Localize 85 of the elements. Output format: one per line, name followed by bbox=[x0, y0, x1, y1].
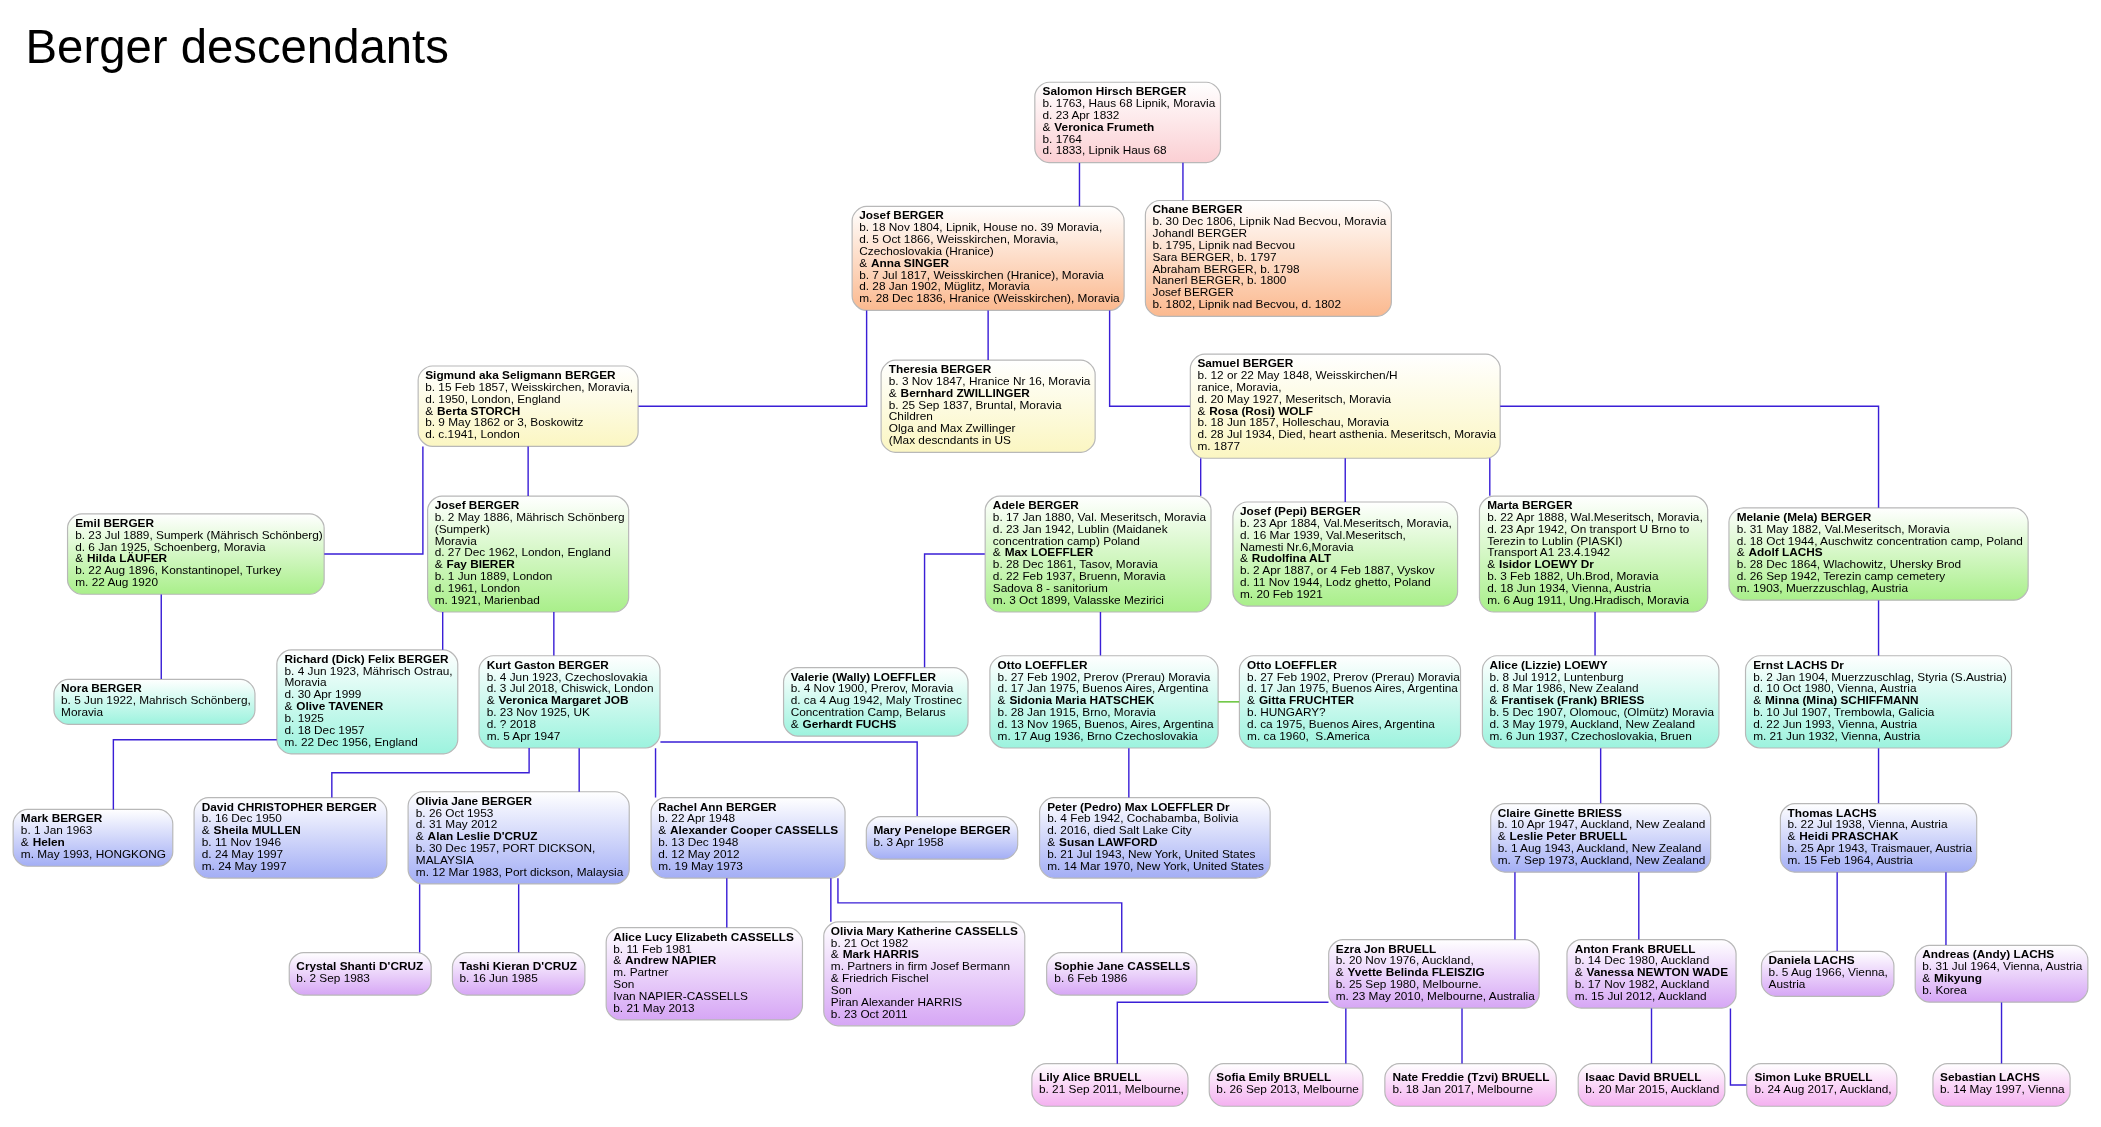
node-box: Peter (Pedro) Max LOEFFLER Dr b. 4 Feb 1942, Cochabamba, Bolivia d. 2016, died Salt Lake City & Susan LAWFORD b. 21 Jul 1943, New York, United States m. 14 Mar 1970, New York, United States bbox=[1038, 797, 1271, 879]
node-box: Emil BERGER b. 23 Jul 1889, Sumperk (Mährisch Schönberg) d. 6 Jan 1925, Schoenberg, Moravia & Hilda LÄUFER b. 22 Aug 1896, Konstantinopel, Turkey m. 22 Aug 1920 bbox=[66, 513, 325, 595]
node-box: Marta BERGER b. 22 Apr 1888, Wal.Meseritsch, Moravia, d. 23 Apr 1942, On transport U Brno to Terezin to Lublin (PIASKI) Transport A1 23.4.1942 & Isidor LOEWY Dr b. 3 Feb 1882, Uh.Brod, Moravia d. 18 Jun 1934, Vienna, Austria m. 6 Aug 1911, Ung.Hradisch, Moravia bbox=[1478, 495, 1709, 613]
connector bbox=[1945, 871, 1947, 946]
connector bbox=[1650, 1007, 1653, 1065]
connector bbox=[1836, 871, 1838, 952]
connector bbox=[418, 883, 421, 954]
node-box: Alice Lucy Elizabeth CASSELLS b. 11 Feb 1981 & Andrew NAPIER m. Partner Son Ivan NAPIER-CASSELLS b. 21 May 2013 bbox=[605, 927, 804, 1021]
connector bbox=[1729, 1007, 1748, 1086]
node-box: Lily Alice BRUELL b. 21 Sep 2011, Melbourne, bbox=[1031, 1063, 1189, 1107]
connector bbox=[1599, 747, 1602, 804]
connector bbox=[578, 747, 580, 793]
connector bbox=[1877, 599, 1880, 657]
node-box: Isaac David BRUELL b. 20 Mar 2015, Auckland bbox=[1577, 1063, 1726, 1107]
node-box: Josef (Pepi) BERGER b. 23 Apr 1884, Val.Meseritsch, Moravia, d. 16 Mar 1939, Val.Meseritsch, Namesti Nr.6,Moravia & Rudolfina ALT b. 2 Apr 1887, or 4 Feb 1887, Vyskov d. 11 Nov 1944, Lodz ghetto, Poland m. 20 Feb 1921 bbox=[1232, 501, 1459, 607]
node-box: Simon Luke BRUELL b. 24 Aug 2017, Auckland, bbox=[1746, 1063, 1898, 1107]
node-box: Mary Penelope BERGER b. 3 Apr 1958 bbox=[865, 815, 1019, 860]
connector bbox=[1099, 611, 1102, 657]
connector bbox=[1514, 871, 1516, 941]
node-box: Valerie (Wally) LOEFFLER b. 4 Nov 1900, Prerov, Moravia d. ca 4 Aug 1942, Maly Trostinec Concentration Camp, Belarus & Gerhardt FUCHS bbox=[782, 666, 969, 737]
node-box: Claire Ginette BRIESS b. 10 Apr 1947, Auckland, New Zealand & Leslie Peter BRUELL b. 1 Aug 1943, Auckland, New Zealand m. 7 Sep 1973, Auckland, New Zealand bbox=[1490, 802, 1712, 873]
connector bbox=[1078, 162, 1081, 207]
node-box: Salomon Hirsch BERGER b. 1763, Haus 68 Lipnik, Moravia d. 23 Apr 1832 & Veronica Frumeth b. 1764 d. 1833, Lipnik Haus 68 bbox=[1034, 81, 1222, 164]
connector bbox=[726, 877, 728, 929]
connector bbox=[1489, 457, 1491, 497]
connector bbox=[517, 883, 520, 954]
node-box: Nora BERGER b. 5 Jun 1922, Mahrisch Schönberg, Moravia bbox=[53, 678, 256, 725]
node-box: Nate Freddie (Tzvi) BRUELL b. 18 Jan 2017, Melbourne bbox=[1384, 1063, 1557, 1107]
node-box: Ernst LACHS Dr b. 2 Jan 1904, Muerzzuschlag, Styria (S.Austria) d. 10 Oct 1980, Vienna, Austria & Minna (Mina) SCHIFFMANN b. 10 Jul 1907, Trembowla, Galicia d. 22 Jun 1993, Vienna, Austria m. 21 Jun 1932, Vienna, Austria bbox=[1744, 655, 2013, 749]
connector bbox=[442, 611, 444, 651]
connector bbox=[637, 309, 868, 407]
connector bbox=[1877, 747, 1880, 804]
connector bbox=[553, 611, 555, 657]
connector bbox=[1217, 701, 1240, 703]
connector bbox=[654, 747, 657, 799]
connector bbox=[112, 739, 278, 811]
connector bbox=[1182, 162, 1184, 201]
connector bbox=[1128, 747, 1130, 799]
node-box: Sofia Emily BRUELL b. 26 Sep 2013, Melbourne bbox=[1208, 1063, 1364, 1107]
node-box: Theresia BERGER b. 3 Nov 1847, Hranice Nr 16, Moravia & Bernhard ZWILLINGER b. 25 Sep 1837, Bruntal, Moravia Children Olga and Max Zwillinger (Max descndants in US bbox=[880, 359, 1096, 453]
connector bbox=[1461, 1007, 1463, 1065]
node-box: Samuel BERGER b. 12 or 22 May 1848, Weisskirchen/H ranice, Moravia, d. 20 May 1927, Meseritsch, Moravia & Rosa (Rosi) WOLF b. 18 Jun 1857, Holleschau, Moravia d. 28 Jul 1934, Died, heart asthenia. Meseritsch, Moravia m. 1877 bbox=[1189, 353, 1501, 459]
connector bbox=[1116, 1001, 1330, 1065]
connector bbox=[837, 877, 1123, 954]
node-box: Ezra Jon BRUELL b. 20 Nov 1976, Auckland, & Yvette Belinda FLEISZIG b. 25 Sep 1980, Melbourne. m. 23 May 2010, Melbourne, Australia bbox=[1328, 938, 1540, 1009]
node-box: Olivia Jane BERGER b. 26 Oct 1953 d. 31 May 2012 & Alan Leslie D'CRUZ b. 30 Dec 1957, PORT DICKSON, MALAYSIA m. 12 Mar 1983, Port dickson, Malaysia bbox=[407, 791, 630, 885]
node-box: Anton Frank BRUELL b. 14 Dec 1980, Auckland & Vanessa NEWTON WADE b. 17 Nov 1982, Auckland m. 15 Jul 2012, Auckland bbox=[1566, 938, 1737, 1009]
connector bbox=[323, 445, 424, 555]
connector bbox=[1638, 871, 1640, 941]
connector bbox=[1199, 457, 1202, 497]
connector bbox=[1108, 309, 1191, 407]
node-box: Josef BERGER b. 18 Nov 1804, Lipnik, House no. 39 Moravia, d. 5 Oct 1866, Weisskirchen, Moravia, Czechoslovakia (Hranice) & Anna SINGER b. 7 Jul 1817, Weisskirchen (Hranice), Moravia d. 28 Jan 1902, Müglitz, Moravia m. 28 Dec 1836, Hranice (Weisskirchen), Moravia bbox=[851, 205, 1125, 312]
node-box: Chane BERGER b. 30 Dec 1806, Lipnik Nad Becvou, Moravia Johandl BERGER b. 1795, Lipnik nad Becvou Sara BERGER, b. 1797 Abraham BERGER, b. 1798 Nanerl BERGER, b. 1800 Josef BERGER b. 1802, Lipnik nad Becvou, d. 1802 bbox=[1144, 199, 1392, 317]
node-box: Kurt Gaston BERGER b. 4 Jun 1923, Czechoslovakia d. 3 Jul 2018, Chiswick, London & Veronica Margaret JOB b. 23 Nov 1925, UK d. ? 2018 m. 5 Apr 1947 bbox=[478, 655, 661, 749]
node-box: Alice (Lizzie) LOEWY b. 8 Jul 1912, Luntenburg d. 8 Mar 1986, New Zealand & Frantisek (Frank) BRIESS b. 5 Dec 1907, Olomouc, (Olmütz) Moravia d. 3 May 1979, Auckland, New Zealand m. 6 Jun 1937, Czechoslovakia, Bruen bbox=[1481, 655, 1720, 749]
connector bbox=[2000, 1001, 2003, 1065]
node-box: Thomas LACHS b. 22 Jul 1938, Vienna, Austria & Heidi PRASCHAK b. 25 Apr 1943, Traismauer, Austria m. 15 Feb 1964, Austria bbox=[1779, 802, 1978, 873]
node-box: Sebastian LACHS b. 14 May 1997, Vienna bbox=[1932, 1063, 2071, 1107]
node-box: Otto LOEFFLER b. 27 Feb 1902, Prerov (Prerau) Moravia d. 17 Jan 1975, Buenos Aires, Argentina & Sidonia Maria HATSCHEK b. 28 Jan 1915, Brno, Moravia d. 13 Nov 1965, Buenos, Aires, Argentina m. 17 Aug 1936, Brno Czechoslovakia bbox=[989, 655, 1219, 749]
node-box: Josef BERGER b. 2 May 1886, Mährisch Schönberg (Sumperk) Moravia d. 27 Dec 1962, London, England & Fay BIERER b. 1 Jun 1889, London d. 1961, London m. 1921, Marienbad bbox=[427, 495, 630, 613]
connector bbox=[923, 553, 986, 668]
node-box: Mark BERGER b. 1 Jan 1963 & Helen m. May 1993, HONGKONG bbox=[12, 808, 174, 867]
node-box: David CHRISTOPHER BERGER b. 16 Dec 1950 & Sheila MULLEN b. 11 Nov 1946 d. 24 May 1997 m. 24 May 1997 bbox=[193, 797, 388, 879]
node-box: Sophie Jane CASSELLS b. 6 Feb 1986 bbox=[1046, 951, 1198, 996]
connector bbox=[1344, 457, 1346, 503]
node-box: Olivia Mary Katherine CASSELLS b. 21 Oct 1982 & Mark HARRIS m. Partners in firm Josef Bermann & Friedrich Fischel Son Piran Alexander HARRIS b. 23 Oct 2011 bbox=[823, 921, 1026, 1027]
node-box: Rachel Ann BERGER b. 22 Apr 1948 & Alexander Cooper CASSELLS b. 13 Dec 1948 d. 12 May 2012 m. 19 May 1973 bbox=[650, 797, 846, 879]
node-box: Melanie (Mela) BERGER b. 31 May 1882, Val.Meseritsch, Moravia d. 18 Oct 1944, Auschwitz concentration camp, Poland & Adolf LACHS b. 28 Dec 1864, Wlachowitz, Uhersky Brod d. 26 Sep 1942, Terezin camp cemetery m. 1903, Muerzzuschlag, Austria bbox=[1728, 507, 2029, 601]
connector bbox=[987, 309, 989, 361]
node-box: Richard (Dick) Felix BERGER b. 4 Jun 1923, Mährisch Ostrau, Moravia d. 30 Apr 1999 & Olive TAVENER b. 1925 d. 18 Dec 1957 m. 22 Dec 1956, England bbox=[276, 649, 459, 755]
connector bbox=[1594, 611, 1596, 657]
connector bbox=[160, 593, 162, 680]
connector bbox=[527, 445, 529, 497]
node-box: Otto LOEFFLER b. 27 Feb 1902, Prerov (Prerau) Moravia d. 17 Jan 1975, Buenos Aires, Argentina & Gitta FRUCHTER b. HUNGARY? d. ca 1975, Buenos Aires, Argentina m. ca 1960, S.America bbox=[1238, 655, 1462, 749]
connector bbox=[830, 877, 832, 923]
diagram-title: Berger descendants bbox=[25, 20, 449, 74]
node-box: Sigmund aka Seligmann BERGER b. 15 Feb 1857, Weisskirchen, Moravia, d. 1950, London, England & Berta STORCH b. 9 May 1862 or 3, Boskowitz d. c.1941, London bbox=[417, 365, 639, 447]
node-box: Adele BERGER b. 17 Jan 1880, Val. Meseritsch, Moravia d. 23 Jan 1942, Lublin (Maidanek concentration camp) Poland & Max LOEFFLER b. 28 Dec 1861, Tasov, Moravia d. 22 Feb 1937, Bruenn, Moravia Sadova 8 - sanitorium m. 3 Oct 1899, Valasske Mezirici bbox=[984, 495, 1212, 613]
connector bbox=[1499, 405, 1880, 509]
connector bbox=[659, 741, 918, 817]
connector bbox=[1345, 1007, 1347, 1065]
node-box: Tashi Kieran D'CRUZ b. 16 Jun 1985 bbox=[451, 951, 586, 996]
node-box: Crystal Shanti D'CRUZ b. 2 Sep 1983 bbox=[288, 951, 432, 996]
node-box: Daniela LACHS b. 5 Aug 1966, Vienna, Austria bbox=[1760, 950, 1895, 997]
node-box: Andreas (Andy) LACHS b. 31 Jul 1964, Vienna, Austria & Mikyung b. Korea bbox=[1914, 944, 2089, 1003]
